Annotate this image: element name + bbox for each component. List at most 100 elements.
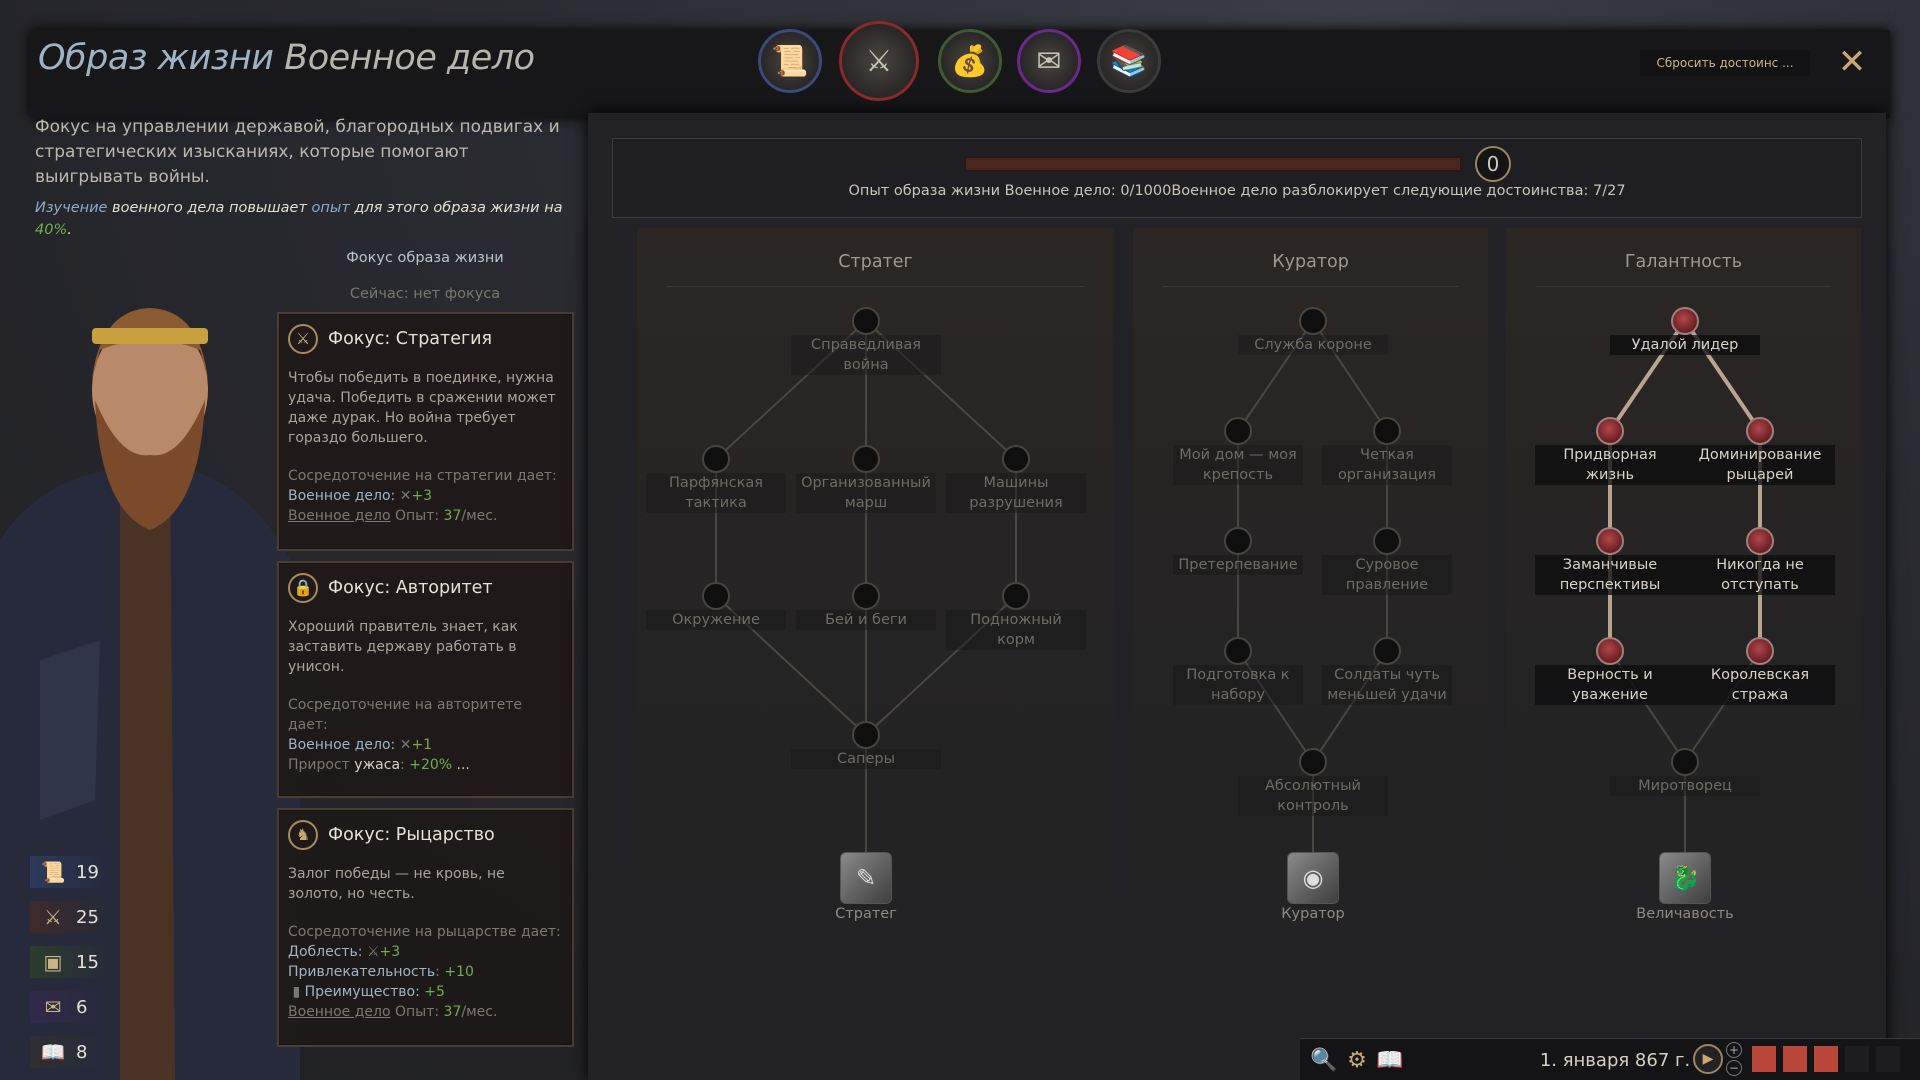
perk-node[interactable] [1596,637,1624,665]
perk-node[interactable] [1224,637,1252,665]
perk-label[interactable]: Никогда не отступать [1685,555,1835,595]
focus-card-authority[interactable]: 🔒Фокус: Авторитет Хороший правитель знае… [277,561,574,798]
perk-label[interactable]: Окружение [646,610,786,630]
prowess-icon: ⚔ [366,944,380,960]
strategist-map-icon[interactable]: ✎ [840,852,892,904]
perk-node[interactable] [1224,417,1252,445]
padlock-icon: 🔒 [288,573,318,603]
perk-node[interactable] [702,445,730,473]
title-prefix: Образ жизни [38,38,274,78]
focus-gives-label: Сосредоточение на стратегии дает: [288,468,557,484]
close-icon[interactable]: ✕ [1837,42,1867,82]
perk-label[interactable]: Мой дом — моя крепость [1173,445,1303,485]
focus-card-chivalry[interactable]: ♞Фокус: Рыцарство Залог победы — не кров… [277,808,574,1047]
study-text: военного дела повышает [107,200,312,216]
skill-name: Военное дело: [288,488,396,504]
perk-node[interactable] [1671,307,1699,335]
stat-stewardship-chest[interactable]: ▣15 [30,946,108,978]
perk-label[interactable]: Верность и уважение [1535,665,1685,705]
gear-icon[interactable]: ⚙ [1347,1047,1367,1073]
perk-node[interactable] [852,582,880,610]
perk-label[interactable]: Парфянская тактика [646,473,786,513]
perk-node[interactable] [1299,748,1327,776]
dragon-icon[interactable]: 🐉 [1659,852,1711,904]
stat-diplomacy-scroll[interactable]: 📜19 [30,856,108,888]
study-text: для этого образа жизни на [349,200,563,216]
tree-title: Галантность [1624,252,1743,272]
experience-box [612,138,1862,218]
perk-label[interactable]: Заманчивые перспективы [1535,555,1685,595]
perk-node[interactable] [702,582,730,610]
stat-martial-swords[interactable]: ⚔25 [30,901,108,933]
perk-label[interactable]: Доминирование рыцарей [1685,445,1835,485]
perk-node[interactable] [1373,527,1401,555]
perk-node[interactable] [1373,637,1401,665]
perk-label[interactable]: Саперы [791,749,941,769]
encyclopedia-book-icon[interactable]: 📖 [1376,1047,1404,1073]
perk-node[interactable] [1746,637,1774,665]
lifestyle-tab-intrigue[interactable]: ✉ [1017,29,1081,93]
martial-link[interactable]: Военное дело [288,508,391,524]
perk-label[interactable]: Справедливая война [791,335,941,375]
perk-label[interactable]: Миротворец [1610,776,1760,796]
speed-up-button[interactable]: + [1726,1042,1742,1058]
scroll-icon: 📜 [771,43,809,79]
stat-value: 19 [76,861,99,883]
lifestyle-tab-learning[interactable]: 📚 [1097,29,1161,93]
perk-node[interactable] [1596,527,1624,555]
perk-label[interactable]: Абсолютный контроль [1238,776,1388,816]
perk-label[interactable]: Суровое правление [1322,555,1452,595]
perk-label[interactable]: Подножный корм [946,610,1086,650]
lifestyle-tab-martial[interactable]: ⚔ [839,21,919,101]
perk-label[interactable]: Машины разрушения [946,473,1086,513]
perk-node[interactable] [1002,445,1030,473]
study-link[interactable]: Изучение [35,200,108,216]
perk-label[interactable]: Подготовка к набору [1173,665,1303,705]
stat-intrigue-letter[interactable]: ✉6 [30,991,108,1023]
perk-node[interactable] [1002,582,1030,610]
focus-gives-label: Сосредоточение на авторитете дает: [288,697,522,733]
perk-label[interactable]: Удалой лидер [1610,335,1760,355]
lifestyle-tab-diplomacy[interactable]: 📜 [758,29,822,93]
perk-node[interactable] [1299,307,1327,335]
stewardship-chest-icon: ▣ [43,950,63,974]
dread-link[interactable]: ужаса [354,757,401,773]
experience-link[interactable]: опыт [311,200,350,216]
prowess-bonus: +3 [379,944,401,960]
perk-label[interactable]: Претерпевание [1173,555,1303,575]
perk-label[interactable]: Бей и беги [796,610,936,630]
perk-node[interactable] [852,721,880,749]
perk-label[interactable]: Четкая организация [1322,445,1452,485]
stat-learning-book[interactable]: 📖8 [30,1036,108,1068]
perk-label[interactable]: Организованный марш [796,473,936,513]
martial-link[interactable]: Военное дело [288,1004,391,1020]
perk-label[interactable]: Королевская стража [1685,665,1835,705]
final-trait-label: Куратор [1281,906,1345,922]
focus-description: Чтобы победить в поединке, нужна удача. … [288,370,556,446]
search-icon[interactable]: 🔍 [1310,1047,1338,1073]
play-button[interactable]: ▶ [1693,1044,1723,1074]
perk-node[interactable] [1746,417,1774,445]
perk-node[interactable] [1373,417,1401,445]
speed-level-1 [1752,1046,1776,1072]
perk-points-counter: 0 [1475,146,1511,182]
speed-down-button[interactable]: − [1726,1060,1742,1076]
final-trait-label: Величавость [1636,906,1734,922]
lifestyle-tab-stewardship[interactable]: 💰 [938,29,1002,93]
perk-node[interactable] [1224,527,1252,555]
perk-label[interactable]: Придворная жизнь [1535,445,1685,485]
perk-node[interactable] [1596,417,1624,445]
perk-label[interactable]: Служба короне [1238,335,1388,355]
focus-card-strategy[interactable]: ⚔Фокус: Стратегия Чтобы победить в поеди… [277,312,574,551]
reset-perks-button[interactable]: Сбросить достоинс ... [1640,50,1810,76]
perk-node[interactable] [852,307,880,335]
crossed-swords-icon: ⚔ [288,324,318,354]
perk-label[interactable]: Солдаты чуть меньшей удачи [1322,665,1452,705]
focus-gives-label: Сосредоточение на рыцарстве дает: [288,924,561,940]
perk-node[interactable] [852,445,880,473]
perk-node[interactable] [1746,527,1774,555]
skill-name: Военное дело: [288,737,396,753]
perk-node[interactable] [1671,748,1699,776]
eye-icon[interactable]: ◉ [1287,852,1339,904]
xp-value: 37 [443,1004,462,1020]
